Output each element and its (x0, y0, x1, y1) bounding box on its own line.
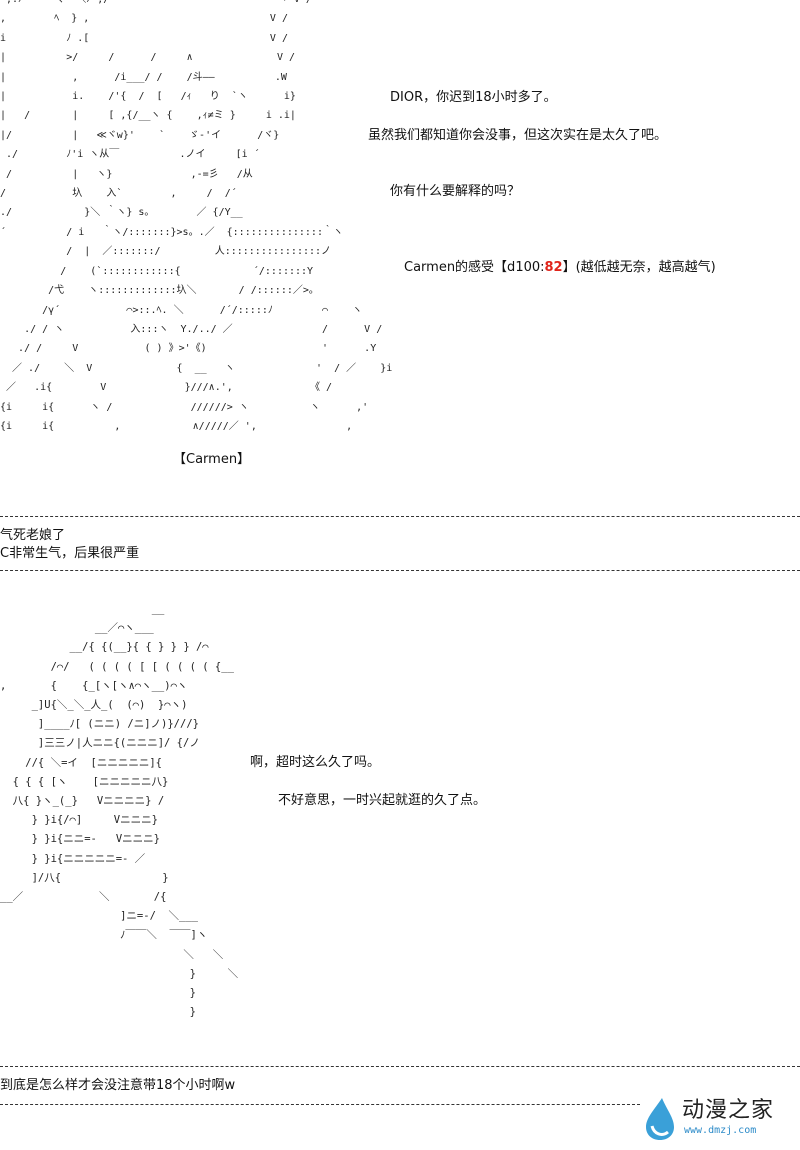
ascii-art-carmen-right: ⌒ ヽ / V / ' .Y ' / ／ }i 《 / ヽ ,' , (310, 304, 393, 432)
reply-line-1: 啊，超时这么久了吗。 (250, 755, 381, 770)
watermark-brand: 动漫之家 (682, 1098, 775, 1123)
note-line-2: C非常生气，后果很严重 (0, 546, 140, 561)
dialogue-line-2: 虽然我们都知道你会没事，但这次实在是太久了吧。 (368, 128, 668, 143)
closing-note: 到底是怎么样才会没注意带18个小时啊w (0, 1078, 236, 1093)
dice-roll-prefix: Carmen的感受【d100: (404, 260, 545, 275)
character-name-label: 【Carmen】 (173, 452, 251, 467)
water-drop-icon (646, 1098, 674, 1140)
separator-3 (0, 1066, 800, 1067)
site-watermark: 动漫之家 www.dmzj.com (640, 1096, 790, 1142)
separator-1 (0, 516, 800, 517)
ascii-art-dior: __ __／⌒ヽ___ __/{ {(__}{ { } } } /⌒ /⌒/ (… (0, 603, 239, 1019)
dialogue-line-1: DIOR，你迟到18小时多了。 (390, 90, 557, 105)
note-line-1: 气死老娘了 (0, 528, 66, 543)
dice-roll-value: 82 (544, 260, 563, 275)
dice-roll-suffix: 】(越低越无奈，越高越气) (562, 260, 716, 275)
separator-4 (0, 1104, 640, 1105)
watermark-url: www.dmzj.com (684, 1125, 757, 1136)
reply-line-2: 不好意思，一时兴起就逛的久了点。 (278, 793, 487, 808)
dice-roll-line: Carmen的感受【d100:82】(越低越无奈，越高越气) (404, 260, 716, 276)
ascii-art-carmen: ,.ﾉ ､ ＼ﾉ ,/ ヽ V / , ﾍ } , V / i ﾉ .[ V /… (0, 0, 343, 432)
separator-2 (0, 570, 800, 571)
dialogue-line-3: 你有什么要解释的吗？ (390, 184, 521, 199)
